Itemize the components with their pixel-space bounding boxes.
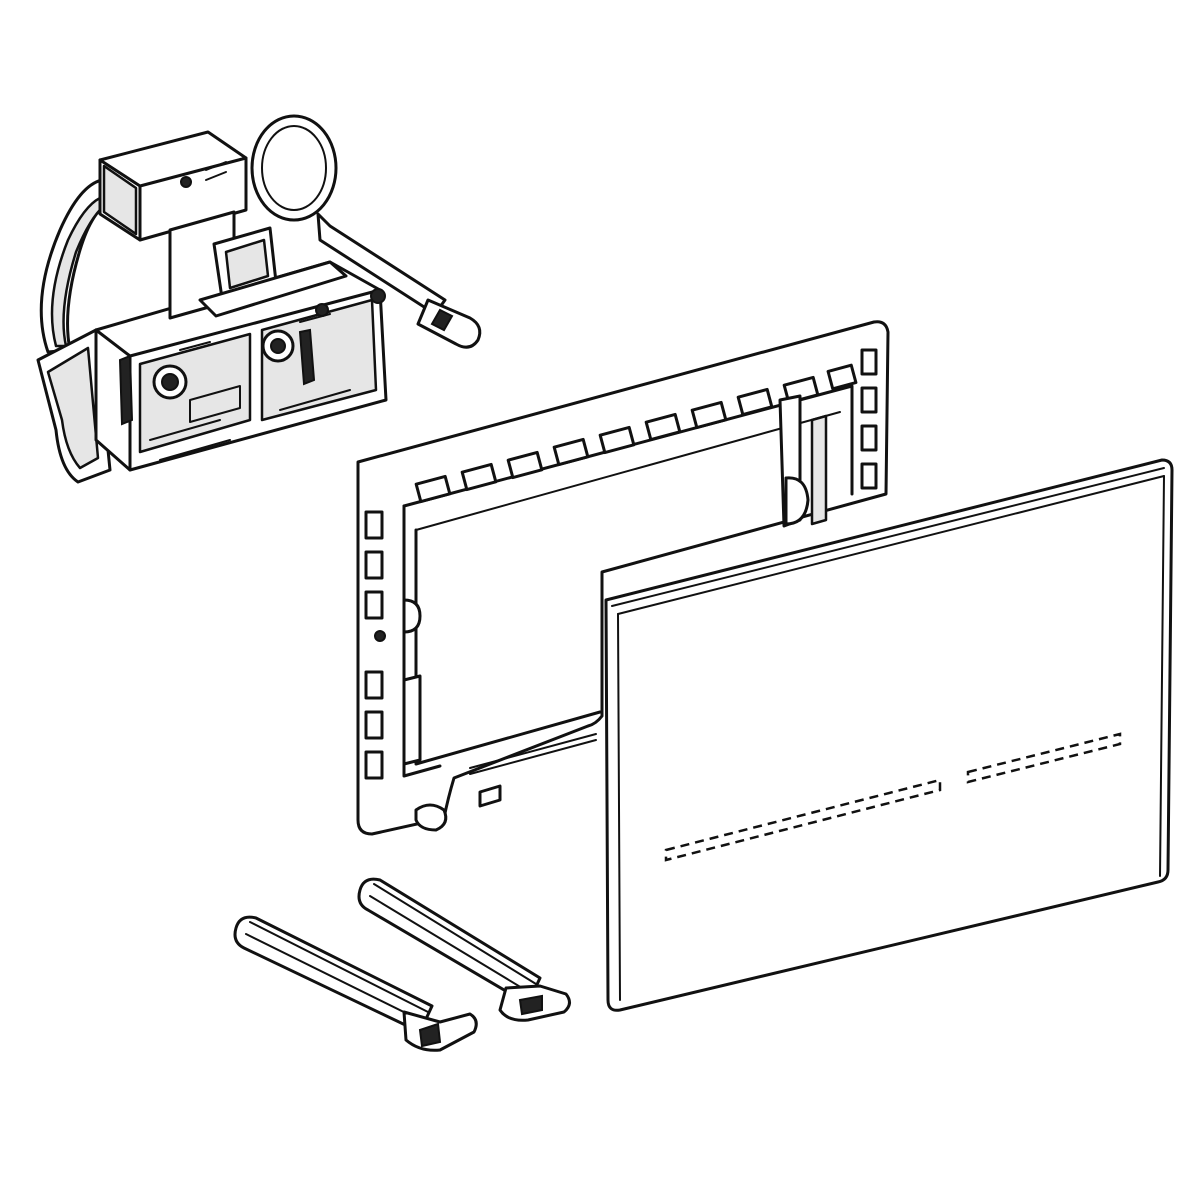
actuator-rod-icon (233, 877, 571, 1052)
actuator-mechanism-icon (36, 114, 482, 484)
frame-slots (364, 348, 878, 780)
mounting-frame-icon (356, 320, 890, 836)
cover-plate-icon (604, 458, 1174, 1012)
flush-indicator-strips (664, 732, 1122, 862)
